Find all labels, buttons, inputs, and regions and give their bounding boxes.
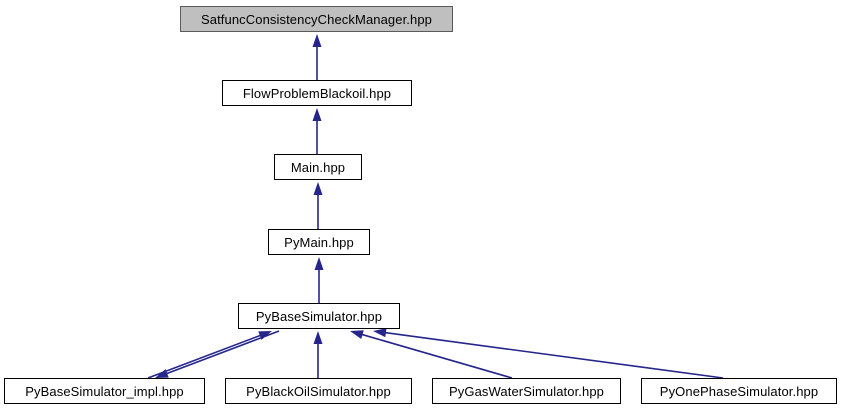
arrowhead-icon [350, 330, 364, 339]
graph-edge [314, 257, 324, 303]
arrowhead-icon [312, 34, 322, 47]
graph-edge [350, 330, 513, 379]
graph-node-main[interactable]: Main.hpp [274, 154, 362, 180]
graph-edge [155, 330, 280, 378]
graph-edge [147, 331, 272, 379]
arrowhead-icon [373, 328, 387, 338]
graph-node-pybase[interactable]: PyBaseSimulator.hpp [238, 303, 400, 329]
graph-node-satfunc[interactable]: SatfuncConsistencyCheckManager.hpp [180, 6, 453, 32]
graph-node-pybaseimpl[interactable]: PyBaseSimulator_impl.hpp [4, 378, 205, 404]
graph-node-pygaswater[interactable]: PyGasWaterSimulator.hpp [432, 378, 621, 404]
graph-node-label: PyOnePhaseSimulator.hpp [659, 383, 819, 399]
graph-node-pymain[interactable]: PyMain.hpp [268, 229, 370, 255]
graph-node-label: PyBaseSimulator.hpp [255, 308, 383, 324]
graph-edge [312, 108, 322, 154]
arrowhead-icon [313, 182, 323, 195]
graph-edge [373, 328, 724, 379]
graph-node-label: FlowProblemBlackoil.hpp [242, 85, 392, 101]
graph-edge [313, 331, 323, 378]
graph-node-label: PyBaseSimulator_impl.hpp [25, 383, 184, 399]
graph-edge [312, 34, 322, 80]
graph-node-flowproblem[interactable]: FlowProblemBlackoil.hpp [222, 80, 412, 106]
arrowhead-icon [155, 369, 169, 378]
arrowhead-icon [312, 108, 322, 121]
graph-node-label: PyBlackOilSimulator.hpp [246, 383, 391, 399]
graph-node-pyonephase[interactable]: PyOnePhaseSimulator.hpp [641, 378, 837, 404]
graph-node-pyblackoil[interactable]: PyBlackOilSimulator.hpp [225, 378, 412, 404]
arrowhead-icon [313, 331, 323, 344]
graph-edge [313, 182, 323, 229]
graph-node-label: PyMain.hpp [284, 234, 354, 250]
graph-node-label: Main.hpp [290, 159, 346, 175]
graph-node-label: SatfuncConsistencyCheckManager.hpp [200, 11, 433, 27]
arrowhead-icon [314, 257, 324, 270]
graph-node-label: PyGasWaterSimulator.hpp [449, 383, 604, 399]
